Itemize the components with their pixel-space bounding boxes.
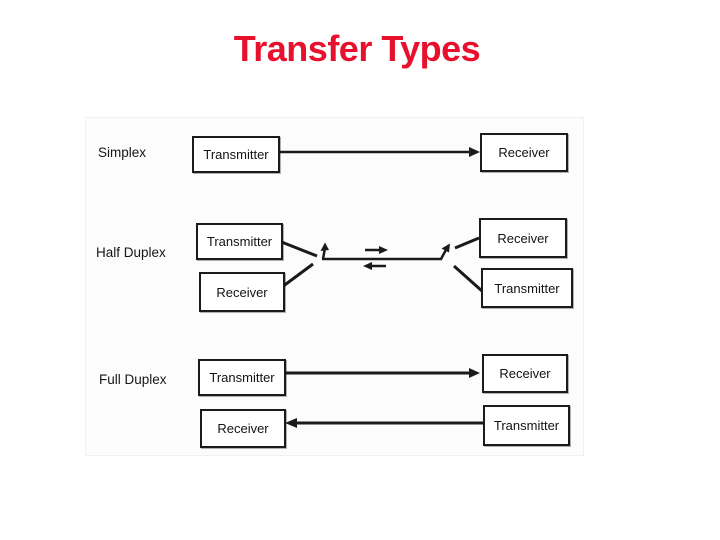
connector-layer (276, 147, 483, 428)
half-duplex-receiver-left-link (281, 262, 314, 289)
transfer-types-diagram: Simplex Half Duplex Full Duplex Transmit… (85, 117, 584, 456)
full-duplex-top-arrowhead-icon (469, 368, 480, 378)
half-duplex-left-lever-arrowhead-icon (320, 242, 329, 251)
simplex-arrowhead-icon (469, 147, 480, 157)
label-simplex: Simplex (98, 145, 147, 160)
half-duplex-receiver-right-box: Receiver (479, 218, 567, 258)
half-duplex-right-direction-arrowhead-icon (379, 246, 388, 254)
half-duplex-transmitter-left-box: Transmitter (196, 223, 283, 260)
label-half-duplex: Half Duplex (96, 245, 166, 260)
half-duplex-right-lever-arrowhead-icon (441, 243, 450, 253)
page-title: Transfer Types (233, 28, 481, 69)
half-duplex-transmitter-right-box: Transmitter (481, 268, 573, 308)
half-duplex-transmitter-right-link (453, 264, 483, 293)
half-duplex-receiver-right-link (454, 236, 480, 250)
simplex-transmitter-box: Transmitter (192, 136, 280, 173)
full-duplex-transmitter-left-box: Transmitter (198, 359, 286, 396)
full-duplex-receiver-right-box: Receiver (482, 354, 568, 393)
half-duplex-receiver-left-box: Receiver (199, 272, 285, 312)
full-duplex-transmitter-right-box: Transmitter (483, 405, 570, 446)
half-duplex-left-direction-arrowhead-icon (363, 262, 372, 270)
full-duplex-receiver-left-box: Receiver (200, 409, 286, 448)
simplex-receiver-box: Receiver (480, 133, 568, 172)
half-duplex-transmitter-left-link (278, 239, 318, 258)
label-full-duplex: Full Duplex (99, 372, 167, 387)
full-duplex-bottom-arrowhead-icon (285, 418, 297, 428)
